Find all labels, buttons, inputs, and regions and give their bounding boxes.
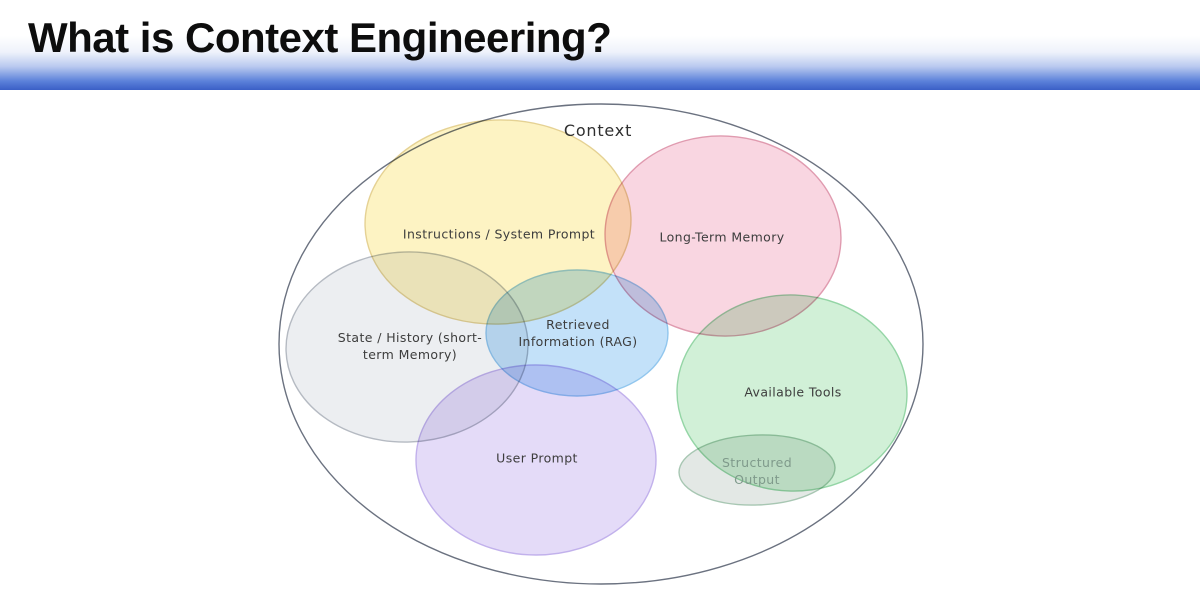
- diagram-canvas: [278, 103, 924, 585]
- context-venn-diagram: Context Instructions / System Prompt Lon…: [0, 90, 1200, 600]
- user-prompt-ellipse: [415, 364, 657, 556]
- context-boundary-ellipse: [278, 103, 924, 585]
- header-banner: What is Context Engineering?: [0, 0, 1200, 90]
- structured-output-ellipse: [678, 434, 836, 506]
- page-title: What is Context Engineering?: [28, 14, 612, 61]
